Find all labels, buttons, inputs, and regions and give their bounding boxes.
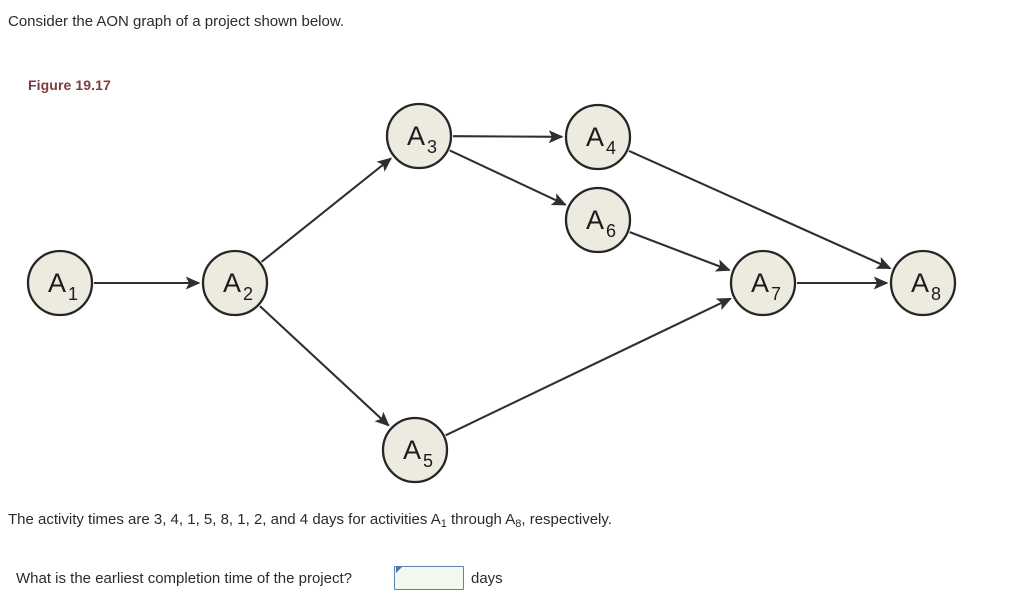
question-row: What is the earliest completion time of … — [16, 565, 503, 591]
node-circle — [729, 249, 797, 317]
edge-a2-to-a5 — [259, 305, 390, 427]
activity-times-sub-first: 1 — [440, 518, 447, 530]
node-label-subscript: 6 — [606, 221, 616, 241]
activity-times-middle: through A — [446, 511, 516, 528]
node-label-subscript: 5 — [423, 451, 433, 471]
node-circle — [26, 249, 94, 317]
node-label-subscript: 8 — [931, 284, 941, 304]
node-circle — [889, 249, 957, 317]
answer-field-wrap — [394, 566, 464, 590]
edge-a3-to-a6 — [449, 149, 567, 206]
node-label: A — [403, 435, 421, 465]
unit-label: days — [471, 569, 503, 587]
edge-a3-to-a4 — [452, 130, 564, 144]
node-circle — [201, 249, 269, 317]
activity-times-text: The activity times are 3, 4, 1, 5, 8, 1,… — [8, 510, 612, 531]
node-label: A — [223, 268, 241, 298]
node-circle — [385, 102, 453, 170]
intro-text: Consider the AON graph of a project show… — [8, 13, 345, 30]
figure-caption: Figure 19.17 — [28, 77, 111, 93]
question-text: What is the earliest completion time of … — [16, 569, 352, 587]
edge-a2-to-a3 — [260, 157, 393, 263]
activity-times-prefix: The activity times are 3, 4, 1, 5, 8, 1,… — [8, 511, 441, 528]
node-label-subscript: 1 — [68, 284, 78, 304]
node-label: A — [48, 268, 66, 298]
edge-layer — [94, 130, 892, 437]
node-label: A — [911, 268, 929, 298]
node-label-subscript: 3 — [427, 137, 437, 157]
edge-a6-to-a7 — [629, 231, 731, 272]
node-label: A — [586, 122, 604, 152]
edge-a5-to-a7 — [445, 297, 732, 437]
answer-input[interactable] — [394, 566, 464, 590]
node-label: A — [586, 205, 604, 235]
node-circle — [564, 186, 632, 254]
node-circle — [381, 416, 449, 484]
node-label: A — [407, 121, 425, 151]
edge-a4-to-a8 — [628, 149, 892, 270]
node-label-subscript: 7 — [771, 284, 781, 304]
node-circle — [564, 103, 632, 171]
node-label-subscript: 2 — [243, 284, 253, 304]
activity-times-sub-last: 8 — [515, 518, 522, 530]
node-label-subscript: 4 — [606, 138, 616, 158]
node-label: A — [751, 268, 769, 298]
activity-times-suffix: , respectively. — [521, 511, 612, 528]
